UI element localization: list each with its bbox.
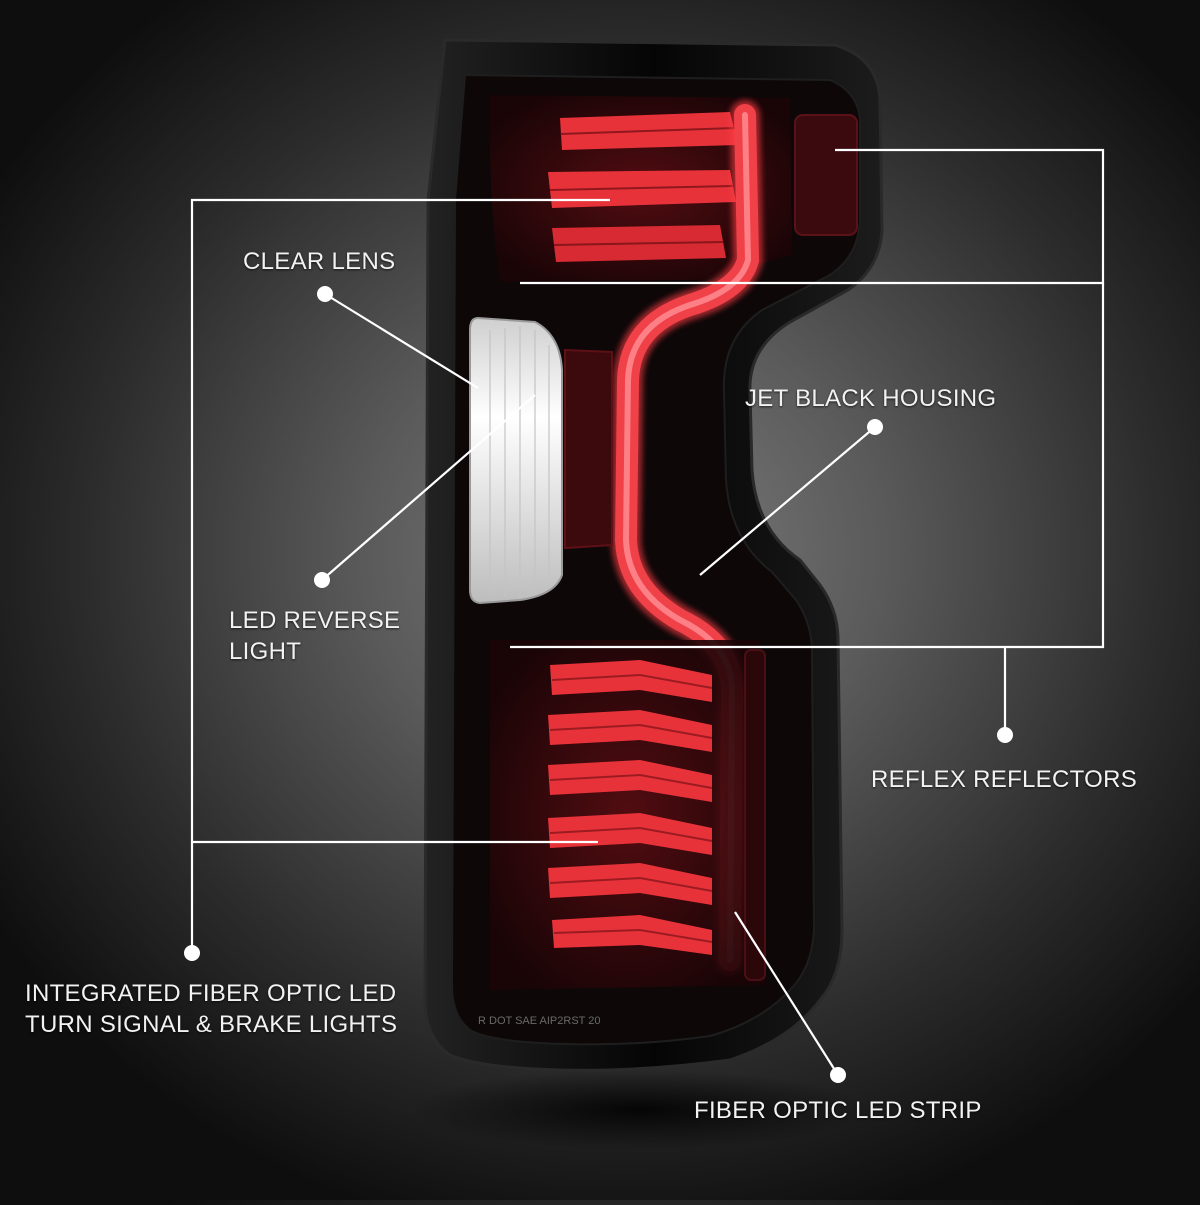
callout-led-reverse-light: LED REVERSE LIGHT bbox=[229, 605, 400, 667]
callout-fiber-optic-strip: FIBER OPTIC LED STRIP bbox=[694, 1095, 982, 1126]
callout-clear-lens-label: CLEAR LENS bbox=[243, 248, 396, 275]
reverse-lens-ribs bbox=[489, 326, 550, 597]
leader-lines bbox=[190, 148, 1105, 1076]
upper-reflex-reflector bbox=[794, 114, 858, 236]
callout-led-reverse-light-line2: LIGHT bbox=[229, 638, 302, 665]
callout-integrated-fiber-optic: INTEGRATED FIBER OPTIC LED TURN SIGNAL &… bbox=[25, 978, 397, 1040]
lens-marking: R DOT SAE AIP2RST 20 bbox=[478, 1015, 600, 1027]
lower-reflex-reflector bbox=[744, 649, 766, 981]
callout-led-reverse-light-line1: LED REVERSE bbox=[229, 607, 401, 634]
callout-integrated-fiber-optic-line2: TURN SIGNAL & BRAKE LIGHTS bbox=[25, 1011, 398, 1038]
callout-reflex-reflectors: REFLEX REFLECTORS bbox=[871, 764, 1137, 795]
lower-led-bars bbox=[548, 660, 712, 955]
callout-jet-black-housing: JET BLACK HOUSING bbox=[745, 383, 996, 414]
callout-clear-lens: CLEAR LENS bbox=[243, 246, 395, 277]
callout-dots bbox=[184, 286, 1013, 1083]
callout-integrated-fiber-optic-line1: INTEGRATED FIBER OPTIC LED bbox=[25, 980, 397, 1007]
middle-red-chamber bbox=[564, 348, 613, 550]
floor-shadow bbox=[410, 1070, 870, 1150]
led-reverse-light bbox=[469, 316, 563, 605]
callout-fiber-optic-strip-label: FIBER OPTIC LED STRIP bbox=[694, 1097, 982, 1124]
callout-reflex-reflectors-label: REFLEX REFLECTORS bbox=[871, 766, 1138, 793]
callout-jet-black-housing-label: JET BLACK HOUSING bbox=[745, 385, 997, 412]
upper-led-bars bbox=[548, 112, 738, 262]
